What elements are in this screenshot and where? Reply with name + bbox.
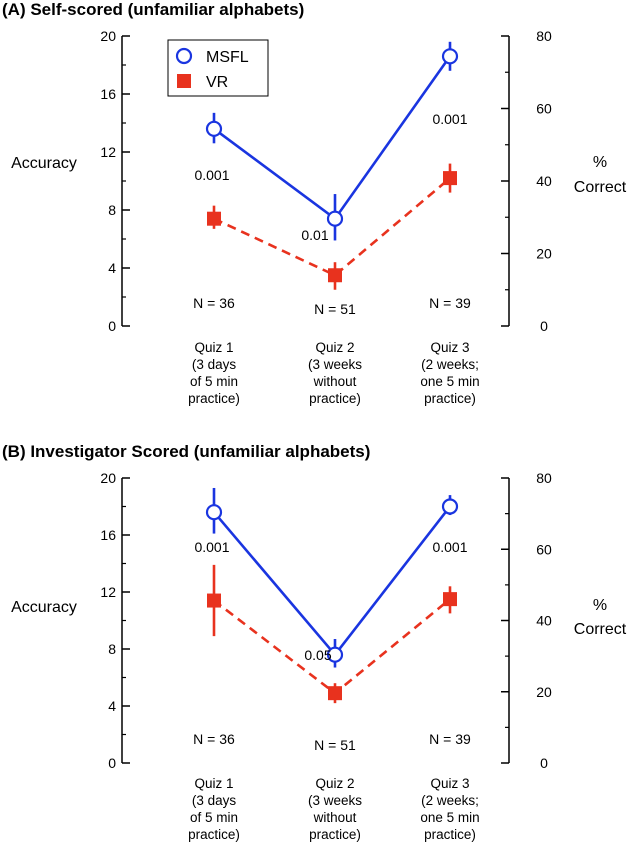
n-label: N = 39 — [429, 295, 471, 311]
n-label: N = 51 — [314, 301, 356, 317]
left-tick-label: 16 — [100, 86, 116, 102]
left-tick-label: 0 — [108, 755, 116, 771]
p-value-label: 0.05 — [304, 647, 331, 663]
right-tick-label: 20 — [536, 684, 552, 700]
category-label: Quiz 3 — [430, 340, 469, 355]
legend-label: MSFL — [206, 49, 249, 66]
category-label: Quiz 2 — [315, 340, 354, 355]
data-point — [326, 646, 344, 663]
chart-panel-a: (A) Self-scored (unfamiliar alphabets) 0 4… — [2, 0, 627, 406]
p-value-label: 0.001 — [194, 539, 229, 555]
data-point — [205, 120, 223, 137]
category-label: (3 weeks — [308, 357, 362, 372]
category-label: (3 days — [192, 793, 237, 808]
n-label: N = 39 — [429, 731, 471, 747]
category-label: one 5 min — [420, 374, 479, 389]
right-tick-label: 20 — [536, 246, 552, 262]
y2-axis-title-line1: % — [593, 154, 607, 171]
chart-title: (B) Investigator Scored (unfamiliar alph… — [2, 442, 370, 461]
chart-panel-b: (B) Investigator Scored (unfamiliar alph… — [2, 442, 627, 842]
data-point — [205, 504, 223, 521]
y-axis-title: Accuracy — [11, 599, 77, 616]
legend: MSFL VR — [167, 39, 269, 97]
y2-axis-title-line2: Correct — [574, 179, 627, 196]
n-label: N = 36 — [193, 295, 235, 311]
data-point — [328, 686, 342, 701]
category-label: of 5 min — [190, 374, 238, 389]
right-tick-label: 0 — [540, 318, 548, 334]
y-axis-title: Accuracy — [11, 155, 77, 172]
series-msfl — [205, 487, 459, 668]
legend-label: VR — [206, 74, 228, 91]
p-value-label: 0.001 — [432, 111, 467, 127]
category-label: one 5 min — [420, 810, 479, 825]
category-label: practice) — [424, 391, 476, 406]
y2-axis-title-line1: % — [593, 597, 607, 614]
category-label: practice) — [424, 827, 476, 842]
category-label: without — [313, 810, 357, 825]
category-label: (2 weeks; — [421, 793, 479, 808]
category-label: practice) — [309, 391, 361, 406]
series-line — [213, 177, 451, 277]
legend-marker-vr — [177, 74, 191, 88]
category-label: (2 weeks; — [421, 357, 479, 372]
n-label: N = 36 — [193, 731, 235, 747]
left-tick-label: 12 — [100, 144, 116, 160]
category-label: without — [313, 374, 357, 389]
series-line — [213, 598, 451, 695]
data-point — [443, 171, 457, 186]
data-point — [441, 498, 459, 515]
category-label: (3 days — [192, 357, 237, 372]
category-label: practice) — [188, 827, 240, 842]
category-label: Quiz 1 — [194, 776, 233, 791]
series-vr — [207, 163, 457, 290]
right-tick-label: 80 — [536, 28, 552, 44]
left-tick-label: 8 — [108, 202, 116, 218]
left-tick-label: 12 — [100, 584, 116, 600]
right-tick-label: 60 — [536, 101, 552, 117]
left-tick-label: 16 — [100, 527, 116, 543]
legend-marker-msfl — [175, 47, 193, 65]
left-tick-label: 20 — [100, 470, 116, 486]
data-point — [441, 48, 459, 65]
left-tick-label: 4 — [108, 260, 116, 276]
chart-title: (A) Self-scored (unfamiliar alphabets) — [2, 0, 304, 19]
category-label: practice) — [309, 827, 361, 842]
data-point — [443, 592, 457, 607]
right-tick-label: 0 — [540, 755, 548, 771]
left-tick-label: 20 — [100, 28, 116, 44]
category-label: practice) — [188, 391, 240, 406]
right-tick-label: 40 — [536, 173, 552, 189]
left-tick-label: 8 — [108, 641, 116, 657]
series-line — [213, 505, 452, 657]
category-label: of 5 min — [190, 810, 238, 825]
category-label: Quiz 1 — [194, 340, 233, 355]
right-tick-label: 80 — [536, 470, 552, 486]
right-tick-label: 40 — [536, 613, 552, 629]
category-label: Quiz 2 — [315, 776, 354, 791]
series-vr — [207, 564, 457, 704]
n-label: N = 51 — [314, 737, 356, 753]
y2-axis-title-line2: Correct — [574, 621, 627, 638]
left-tick-label: 0 — [108, 318, 116, 334]
data-point — [207, 593, 221, 608]
category-label: (3 weeks — [308, 793, 362, 808]
data-point — [207, 211, 221, 226]
p-value-label: 0.01 — [301, 227, 328, 243]
series-msfl — [205, 41, 459, 241]
p-value-label: 0.001 — [432, 539, 467, 555]
data-point — [326, 210, 344, 227]
data-point — [328, 268, 342, 283]
category-label: Quiz 3 — [430, 776, 469, 791]
right-tick-label: 60 — [536, 541, 552, 557]
p-value-label: 0.001 — [194, 167, 229, 183]
left-tick-label: 4 — [108, 698, 116, 714]
